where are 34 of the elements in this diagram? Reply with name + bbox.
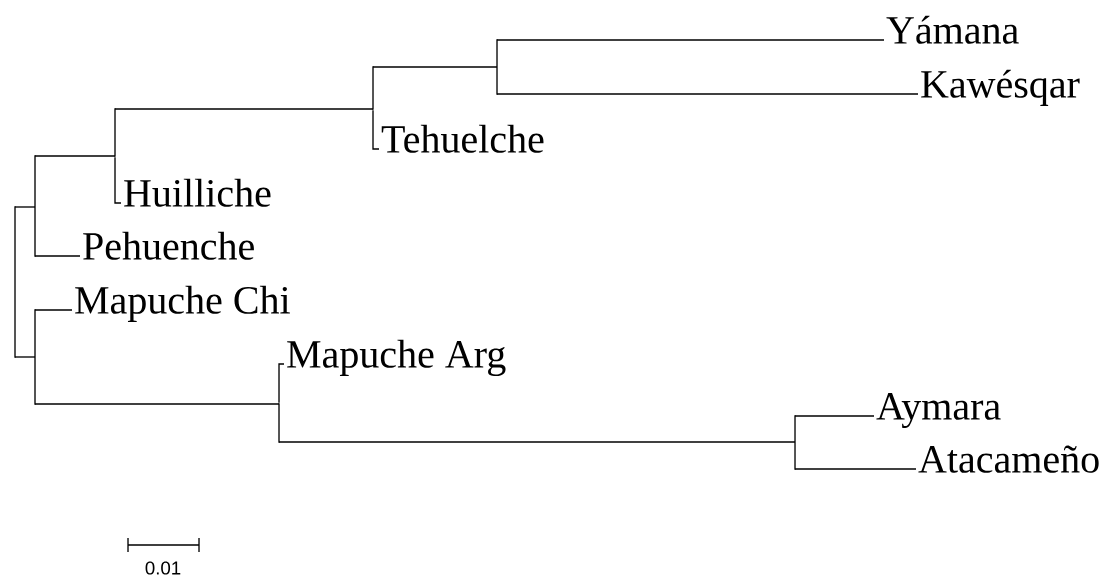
branch-line — [794, 415, 875, 417]
taxon-label: Mapuche Arg — [287, 339, 506, 377]
branch-line — [372, 66, 374, 110]
branch-line — [496, 39, 498, 95]
taxon-label: Huilliche — [124, 178, 271, 207]
taxon-label: Tehuelche — [381, 124, 544, 153]
branch-line — [114, 108, 116, 157]
branch-line — [34, 309, 36, 405]
taxon-label: Pehuenche — [83, 231, 254, 260]
taxon-label: Atacameño — [918, 445, 1099, 473]
taxon-label: Kawésqar — [921, 69, 1080, 106]
taxon-label: Aymara — [876, 393, 1001, 429]
branch-line — [114, 156, 122, 204]
branch-line — [496, 93, 919, 95]
branch-line — [34, 309, 73, 311]
branch-line — [278, 363, 285, 404]
branch-line — [794, 415, 796, 470]
branch-line — [34, 155, 36, 257]
scale-label: 0.01 — [145, 561, 181, 575]
branch-line — [372, 66, 498, 68]
branch-line — [14, 206, 16, 358]
branch-line — [34, 155, 116, 157]
branch-line — [278, 403, 280, 443]
branch-line — [14, 356, 36, 358]
branch-line — [496, 39, 885, 41]
taxon-label: Yámana — [886, 15, 1019, 44]
branch-line — [372, 109, 380, 150]
branch-line — [278, 441, 796, 443]
branch-line — [34, 403, 280, 405]
branch-line — [114, 108, 374, 110]
taxon-label: Mapuche Chi — [75, 285, 290, 322]
branch-line — [14, 206, 36, 208]
branch-line — [794, 468, 917, 470]
branch-line — [34, 255, 81, 257]
